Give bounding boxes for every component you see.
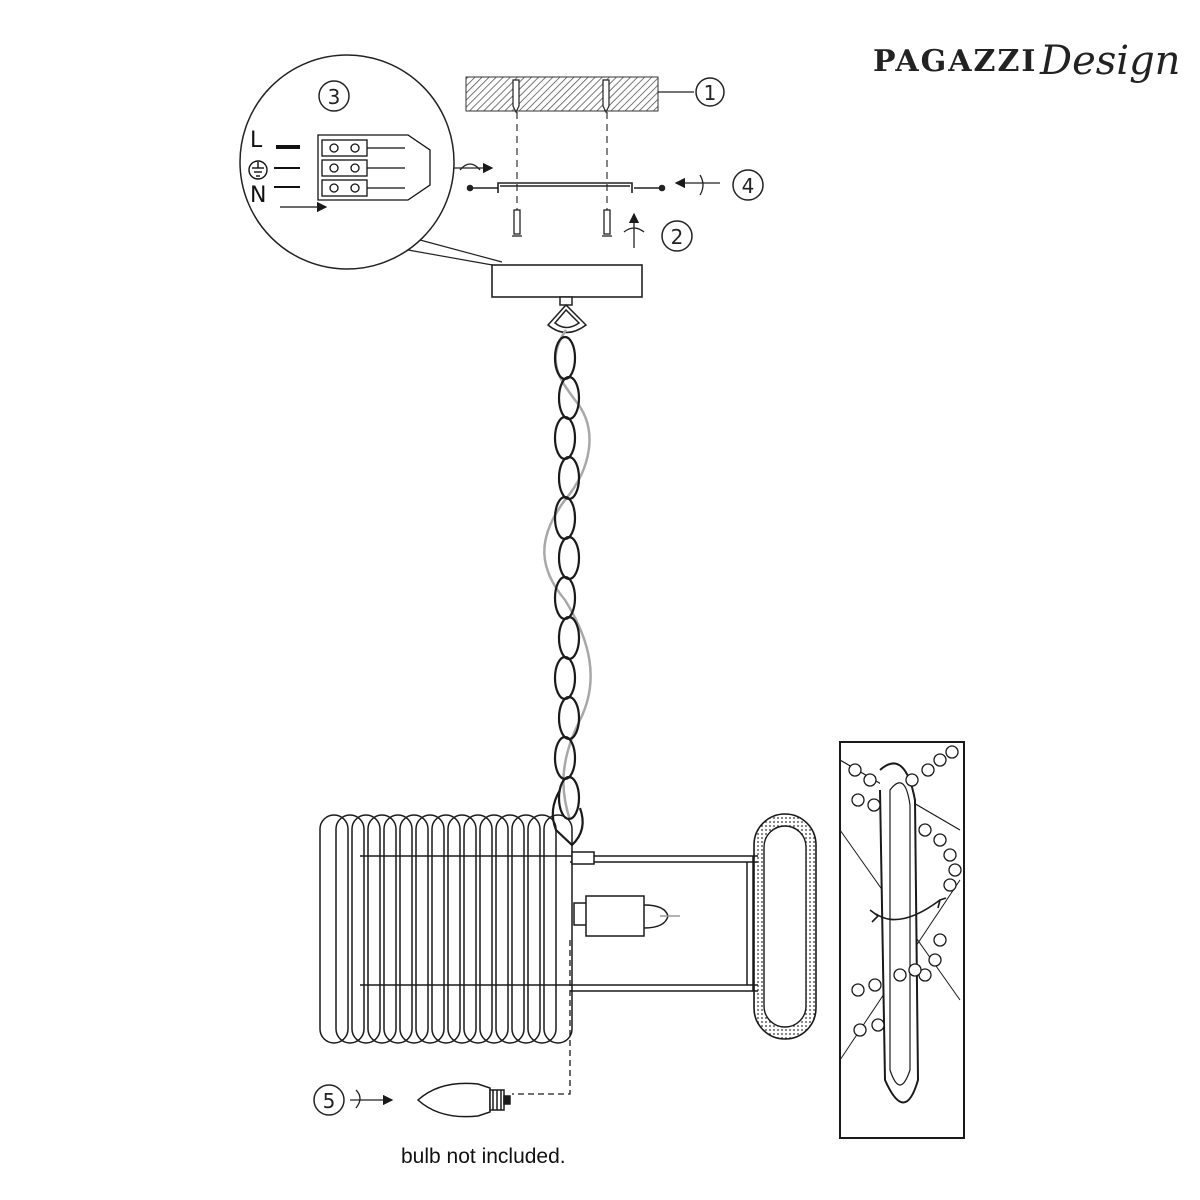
chain-link	[557, 375, 581, 421]
rattan-drum-shade-icon	[319, 814, 573, 1044]
shade-rib	[431, 814, 461, 1044]
chain-icon	[551, 335, 584, 847]
earth-icon	[248, 160, 268, 180]
ceiling-plate-icon	[465, 76, 694, 114]
frame-rail-icon	[570, 855, 758, 992]
shade-rib	[543, 814, 573, 1044]
step-3-number: 3	[328, 85, 341, 109]
shade-side-ring-icon	[753, 813, 817, 1040]
shade-rib	[463, 814, 493, 1044]
chain-link	[557, 615, 581, 661]
bulb-holder-icon	[571, 851, 680, 937]
shade-rib	[447, 814, 477, 1044]
step-1-label: 1	[695, 77, 725, 107]
bulb-guide-line	[512, 940, 571, 1095]
shade-rib	[351, 814, 381, 1044]
terminal-block-icon	[317, 134, 431, 201]
bead	[948, 863, 962, 877]
alignment-lines	[516, 112, 608, 210]
step-4-number: 4	[742, 174, 755, 198]
shade-rib	[495, 814, 525, 1044]
step-5-label: 5	[313, 1084, 394, 1116]
bead	[851, 983, 865, 997]
chain-link	[557, 775, 581, 821]
shade-rib	[319, 814, 349, 1044]
bead	[921, 763, 935, 777]
chain-link	[553, 575, 577, 621]
bead	[851, 793, 865, 807]
bead	[848, 763, 862, 777]
step-4-label: 4	[732, 169, 764, 201]
step-2-number: 2	[671, 225, 684, 249]
chain-link	[557, 695, 581, 741]
rotate-arrow-icon	[869, 897, 947, 923]
bead	[945, 745, 959, 759]
bulb-icon	[416, 1082, 511, 1118]
wire-live-label: L	[250, 128, 263, 153]
bead	[918, 823, 932, 837]
wiring-detail: 3 L N	[239, 54, 503, 270]
cable-icon	[543, 329, 592, 821]
step-5-number: 5	[323, 1089, 336, 1113]
bead	[928, 953, 942, 967]
bead	[933, 753, 947, 767]
step-1-number: 1	[704, 81, 717, 105]
rotate-arrow-icon	[450, 162, 720, 248]
shade-rib	[335, 814, 365, 1044]
shade-rib	[479, 814, 509, 1044]
wire-neutral-label: N	[250, 183, 266, 208]
shade-rib	[399, 814, 429, 1044]
brand-logo: PAGAZZI Design	[873, 38, 1180, 84]
bulb-caption: bulb not included.	[401, 1145, 566, 1168]
shade-rib	[383, 814, 413, 1044]
chain-link	[557, 455, 581, 501]
bead	[933, 833, 947, 847]
chain-link	[557, 535, 581, 581]
chain-link	[553, 655, 577, 701]
shade-rib	[511, 814, 541, 1044]
bead	[943, 848, 957, 862]
bead	[905, 773, 919, 787]
bead	[863, 773, 877, 787]
shade-rib	[415, 814, 445, 1044]
shade-rib	[527, 814, 557, 1044]
bead	[867, 798, 881, 812]
detail-inset-icon	[839, 741, 965, 1139]
brand-name: PAGAZZI	[873, 44, 1037, 79]
bead	[871, 1018, 885, 1032]
screw-icon	[512, 209, 612, 237]
bead	[943, 878, 957, 892]
chain-hook	[551, 789, 584, 847]
shade-rib	[367, 814, 397, 1044]
bead	[853, 1023, 867, 1037]
bead	[893, 968, 907, 982]
bead	[868, 978, 882, 992]
bead	[908, 963, 922, 977]
chain-link	[553, 495, 577, 541]
canopy-hook	[546, 296, 588, 334]
bead	[933, 933, 947, 947]
chain-link	[553, 335, 577, 381]
mounting-bracket-icon	[466, 182, 666, 193]
ceiling-canopy-icon	[491, 264, 643, 298]
brand-tagline: Design	[1039, 38, 1180, 84]
chain-link	[553, 415, 577, 461]
step-2-label: 2	[661, 220, 693, 252]
